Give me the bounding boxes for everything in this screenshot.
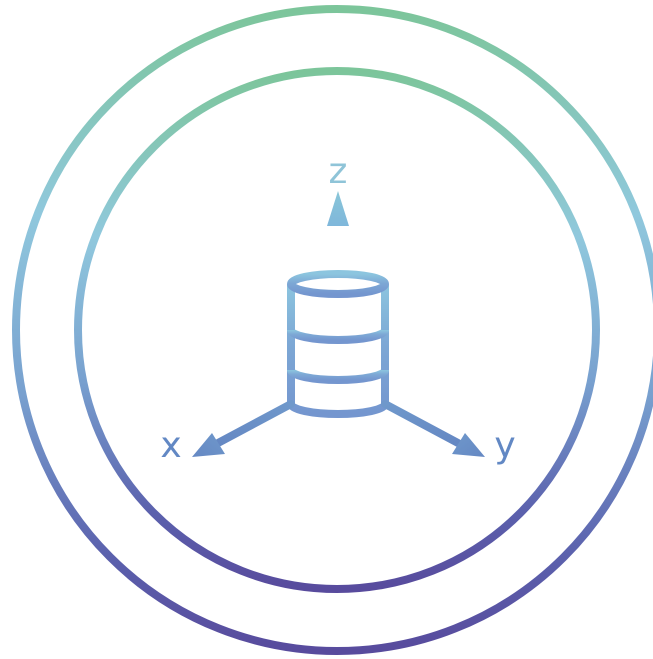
y-axis-arrow bbox=[381, 400, 485, 457]
inner-ring bbox=[74, 67, 600, 593]
outer-ring bbox=[12, 5, 653, 655]
x-axis-label: x bbox=[160, 425, 181, 466]
x-axis-arrow bbox=[192, 400, 295, 457]
z-axis-arrow bbox=[327, 191, 349, 270]
y-axis-label: y bbox=[494, 425, 515, 466]
z-axis-label: z bbox=[329, 151, 348, 192]
cylinder-database-icon bbox=[287, 270, 389, 418]
